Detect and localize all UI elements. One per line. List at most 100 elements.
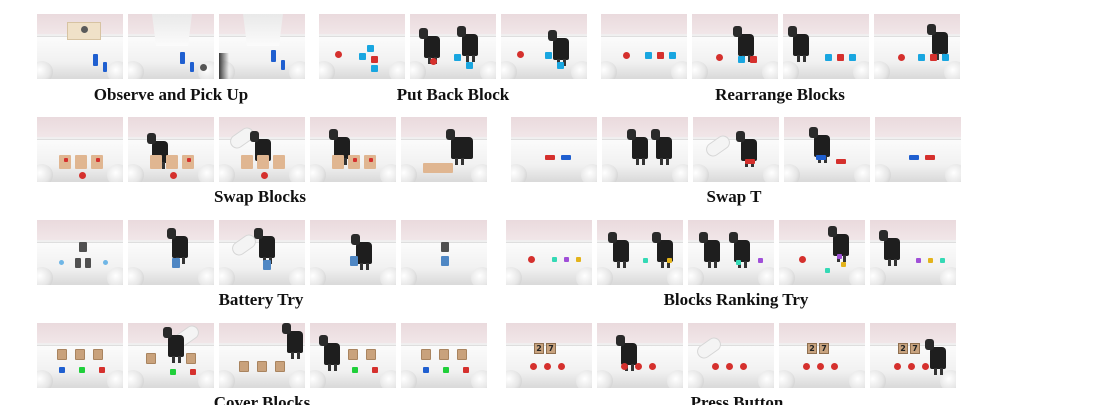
- number-tile-7: 7: [546, 343, 556, 354]
- red-block: [463, 367, 469, 373]
- cyan-block: [738, 56, 745, 63]
- blue-t-block: [561, 155, 571, 160]
- cyan-block: [669, 52, 676, 59]
- cyan-block: [645, 52, 652, 59]
- battery: [441, 256, 449, 266]
- blue-block: [59, 367, 65, 373]
- red-button: [530, 363, 537, 370]
- robot-arm: [319, 335, 340, 371]
- number-tile-7: 7: [819, 343, 829, 354]
- green-block: [352, 367, 358, 373]
- robot-arm: [254, 228, 275, 264]
- cover-blocks-frame-2: [128, 323, 214, 388]
- red-t-block: [836, 159, 846, 164]
- battery: [85, 258, 91, 268]
- red-block: [371, 56, 378, 63]
- purple-block: [564, 257, 569, 262]
- put-back-block-frame-3: [501, 14, 587, 79]
- red-block: [372, 367, 378, 373]
- green-block: [79, 367, 85, 373]
- cover-crate: [93, 349, 103, 360]
- blue-block: [180, 52, 185, 64]
- robot-arm: [163, 327, 184, 363]
- robot-arm: [548, 30, 569, 66]
- caption-rearrange-blocks: Rearrange Blocks: [715, 85, 845, 104]
- swap-t-frame-4: [784, 117, 870, 182]
- blue-block: [271, 50, 276, 62]
- blue-t-block: [816, 155, 826, 160]
- cover-crate: [366, 349, 376, 360]
- blocks-ranking-try-frame-3: [688, 220, 774, 285]
- red-button: [649, 363, 656, 370]
- battery-try-frame-3: [219, 220, 305, 285]
- red-button: [544, 363, 551, 370]
- robot-arm: [652, 232, 673, 268]
- teal-block: [736, 260, 741, 265]
- purple-block: [916, 258, 921, 263]
- red-ball: [335, 51, 342, 58]
- red-ball: [261, 172, 268, 179]
- swap-t-frame-2: [602, 117, 688, 182]
- press-button-frame-2: [597, 323, 683, 388]
- rearrange-blocks-frame-4: [874, 14, 960, 79]
- number-tile-2: 2: [898, 343, 908, 354]
- red-block: [837, 54, 844, 61]
- swap-blocks-frame-4: [310, 117, 396, 182]
- robot-arm: [925, 339, 946, 375]
- rearrange-blocks-frame-1: [601, 14, 687, 79]
- red-button: [621, 363, 628, 370]
- battery-try-frame-2: [128, 220, 214, 285]
- cyan-block: [545, 52, 552, 59]
- caption-blocks-ranking-try: Blocks Ranking Try: [663, 290, 809, 309]
- observe-pick-up-frame-2: [128, 14, 214, 79]
- observe-pick-up-frame-1: [37, 14, 123, 79]
- robot-arm: [651, 129, 672, 165]
- put-back-block-frame-1: [319, 14, 405, 79]
- rearrange-blocks-frame-3: [783, 14, 869, 79]
- robot-arm: [733, 26, 754, 62]
- swap-blocks-frame-5: [401, 117, 487, 182]
- number-tile-7: 7: [910, 343, 920, 354]
- caption-press-button: Press Button: [690, 393, 784, 405]
- robot-arm: [282, 323, 303, 359]
- cover-crate: [239, 361, 249, 372]
- purple-block: [758, 258, 763, 263]
- cyan-block: [466, 62, 473, 69]
- red-button: [922, 363, 929, 370]
- yellow-block: [841, 262, 846, 267]
- red-block: [96, 158, 100, 162]
- cover-blocks-frame-1: [37, 323, 123, 388]
- red-button: [831, 363, 838, 370]
- blocks-ranking-try-frame-5: [870, 220, 956, 285]
- cover-blocks-frame-5: [401, 323, 487, 388]
- cyan-block: [825, 54, 832, 61]
- robot-arm: [879, 230, 900, 266]
- cover-crate: [439, 349, 449, 360]
- red-button: [740, 363, 747, 370]
- robot-arm: [809, 127, 830, 163]
- robot-arm: [736, 131, 757, 167]
- cover-crate: [257, 361, 267, 372]
- caption-cover-blocks: Cover Blocks: [213, 393, 311, 405]
- red-ball: [623, 52, 630, 59]
- red-ball: [528, 256, 535, 263]
- number-tile-2: 2: [807, 343, 817, 354]
- teal-block: [825, 268, 830, 273]
- red-button: [712, 363, 719, 370]
- rearrange-blocks-frame-2: [692, 14, 778, 79]
- battery-holder: [441, 242, 449, 252]
- teal-block: [643, 258, 648, 263]
- battery: [263, 260, 271, 270]
- battery-try-frame-5: [401, 220, 487, 285]
- swap-blocks-frame-2: [128, 117, 214, 182]
- observe-pick-up-frame-3: [219, 14, 305, 79]
- red-ball: [517, 51, 524, 58]
- red-block: [930, 54, 937, 61]
- cyan-block: [371, 65, 378, 72]
- number-tile-2: 2: [534, 343, 544, 354]
- yellow-block: [576, 257, 581, 262]
- red-button: [894, 363, 901, 370]
- swap-t-frame-1: [511, 117, 597, 182]
- blue-block: [103, 62, 107, 72]
- red-block: [369, 158, 373, 162]
